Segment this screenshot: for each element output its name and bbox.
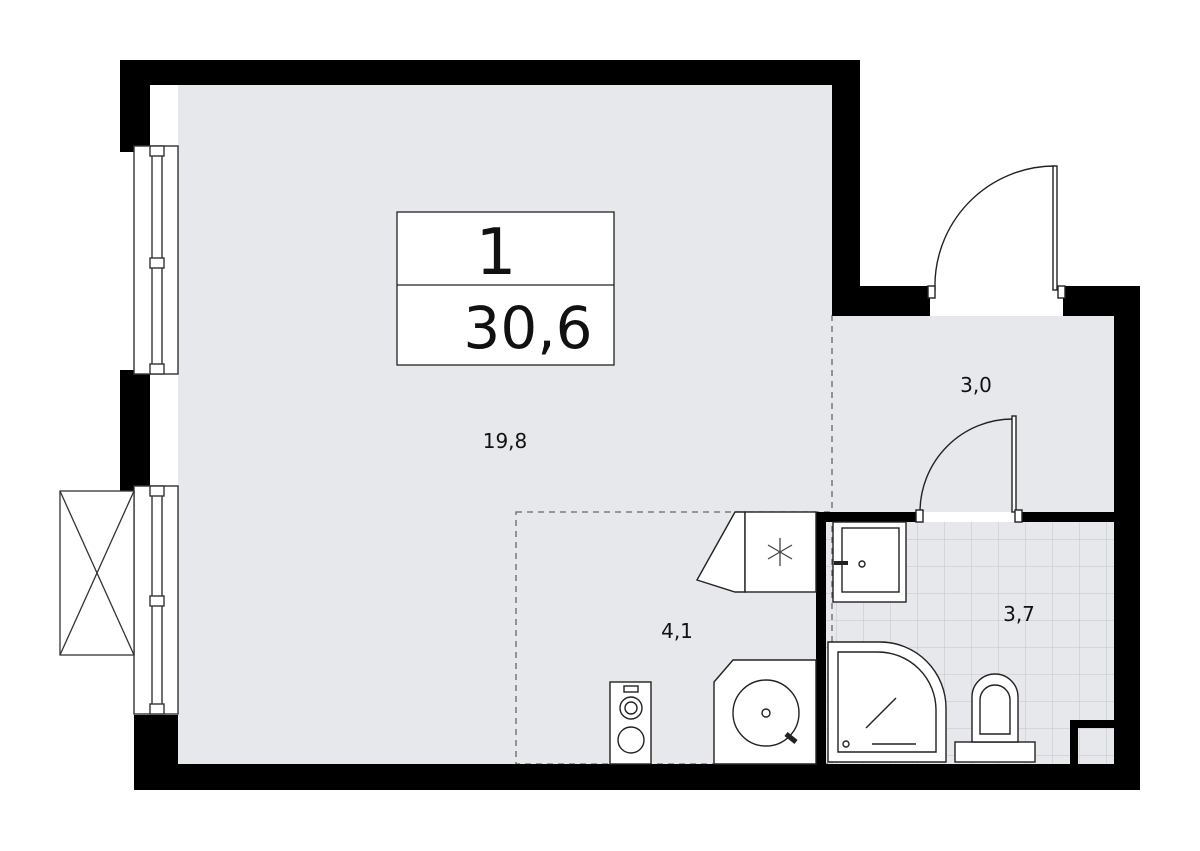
living-area-label: 19,8: [483, 429, 528, 453]
kitchen-area-label: 4,1: [661, 619, 693, 643]
window-icon: [133, 145, 179, 375]
total-area: 30,6: [463, 294, 592, 362]
stove-icon: [609, 681, 652, 765]
bathroom-area-label: 3,7: [1003, 602, 1035, 626]
living-room-floor: [178, 85, 832, 764]
window-icon: [133, 485, 179, 715]
toilet-icon: [954, 673, 1036, 763]
hood-icon: [695, 511, 817, 593]
shower-icon: [827, 641, 947, 763]
hall-floor: [832, 315, 1114, 512]
balcony-icon: [59, 490, 135, 656]
apartment-summary-box: 1 30,6: [396, 211, 615, 366]
hall-area-label: 3,0: [960, 373, 992, 397]
floors: [178, 85, 1114, 765]
washbasin-icon: [832, 521, 907, 603]
door-swing-icon: [927, 165, 1066, 316]
rooms-count: 1: [476, 216, 517, 290]
walls: [120, 60, 1140, 790]
door-swing-icon: [915, 415, 1023, 523]
sink-icon: [713, 659, 817, 765]
